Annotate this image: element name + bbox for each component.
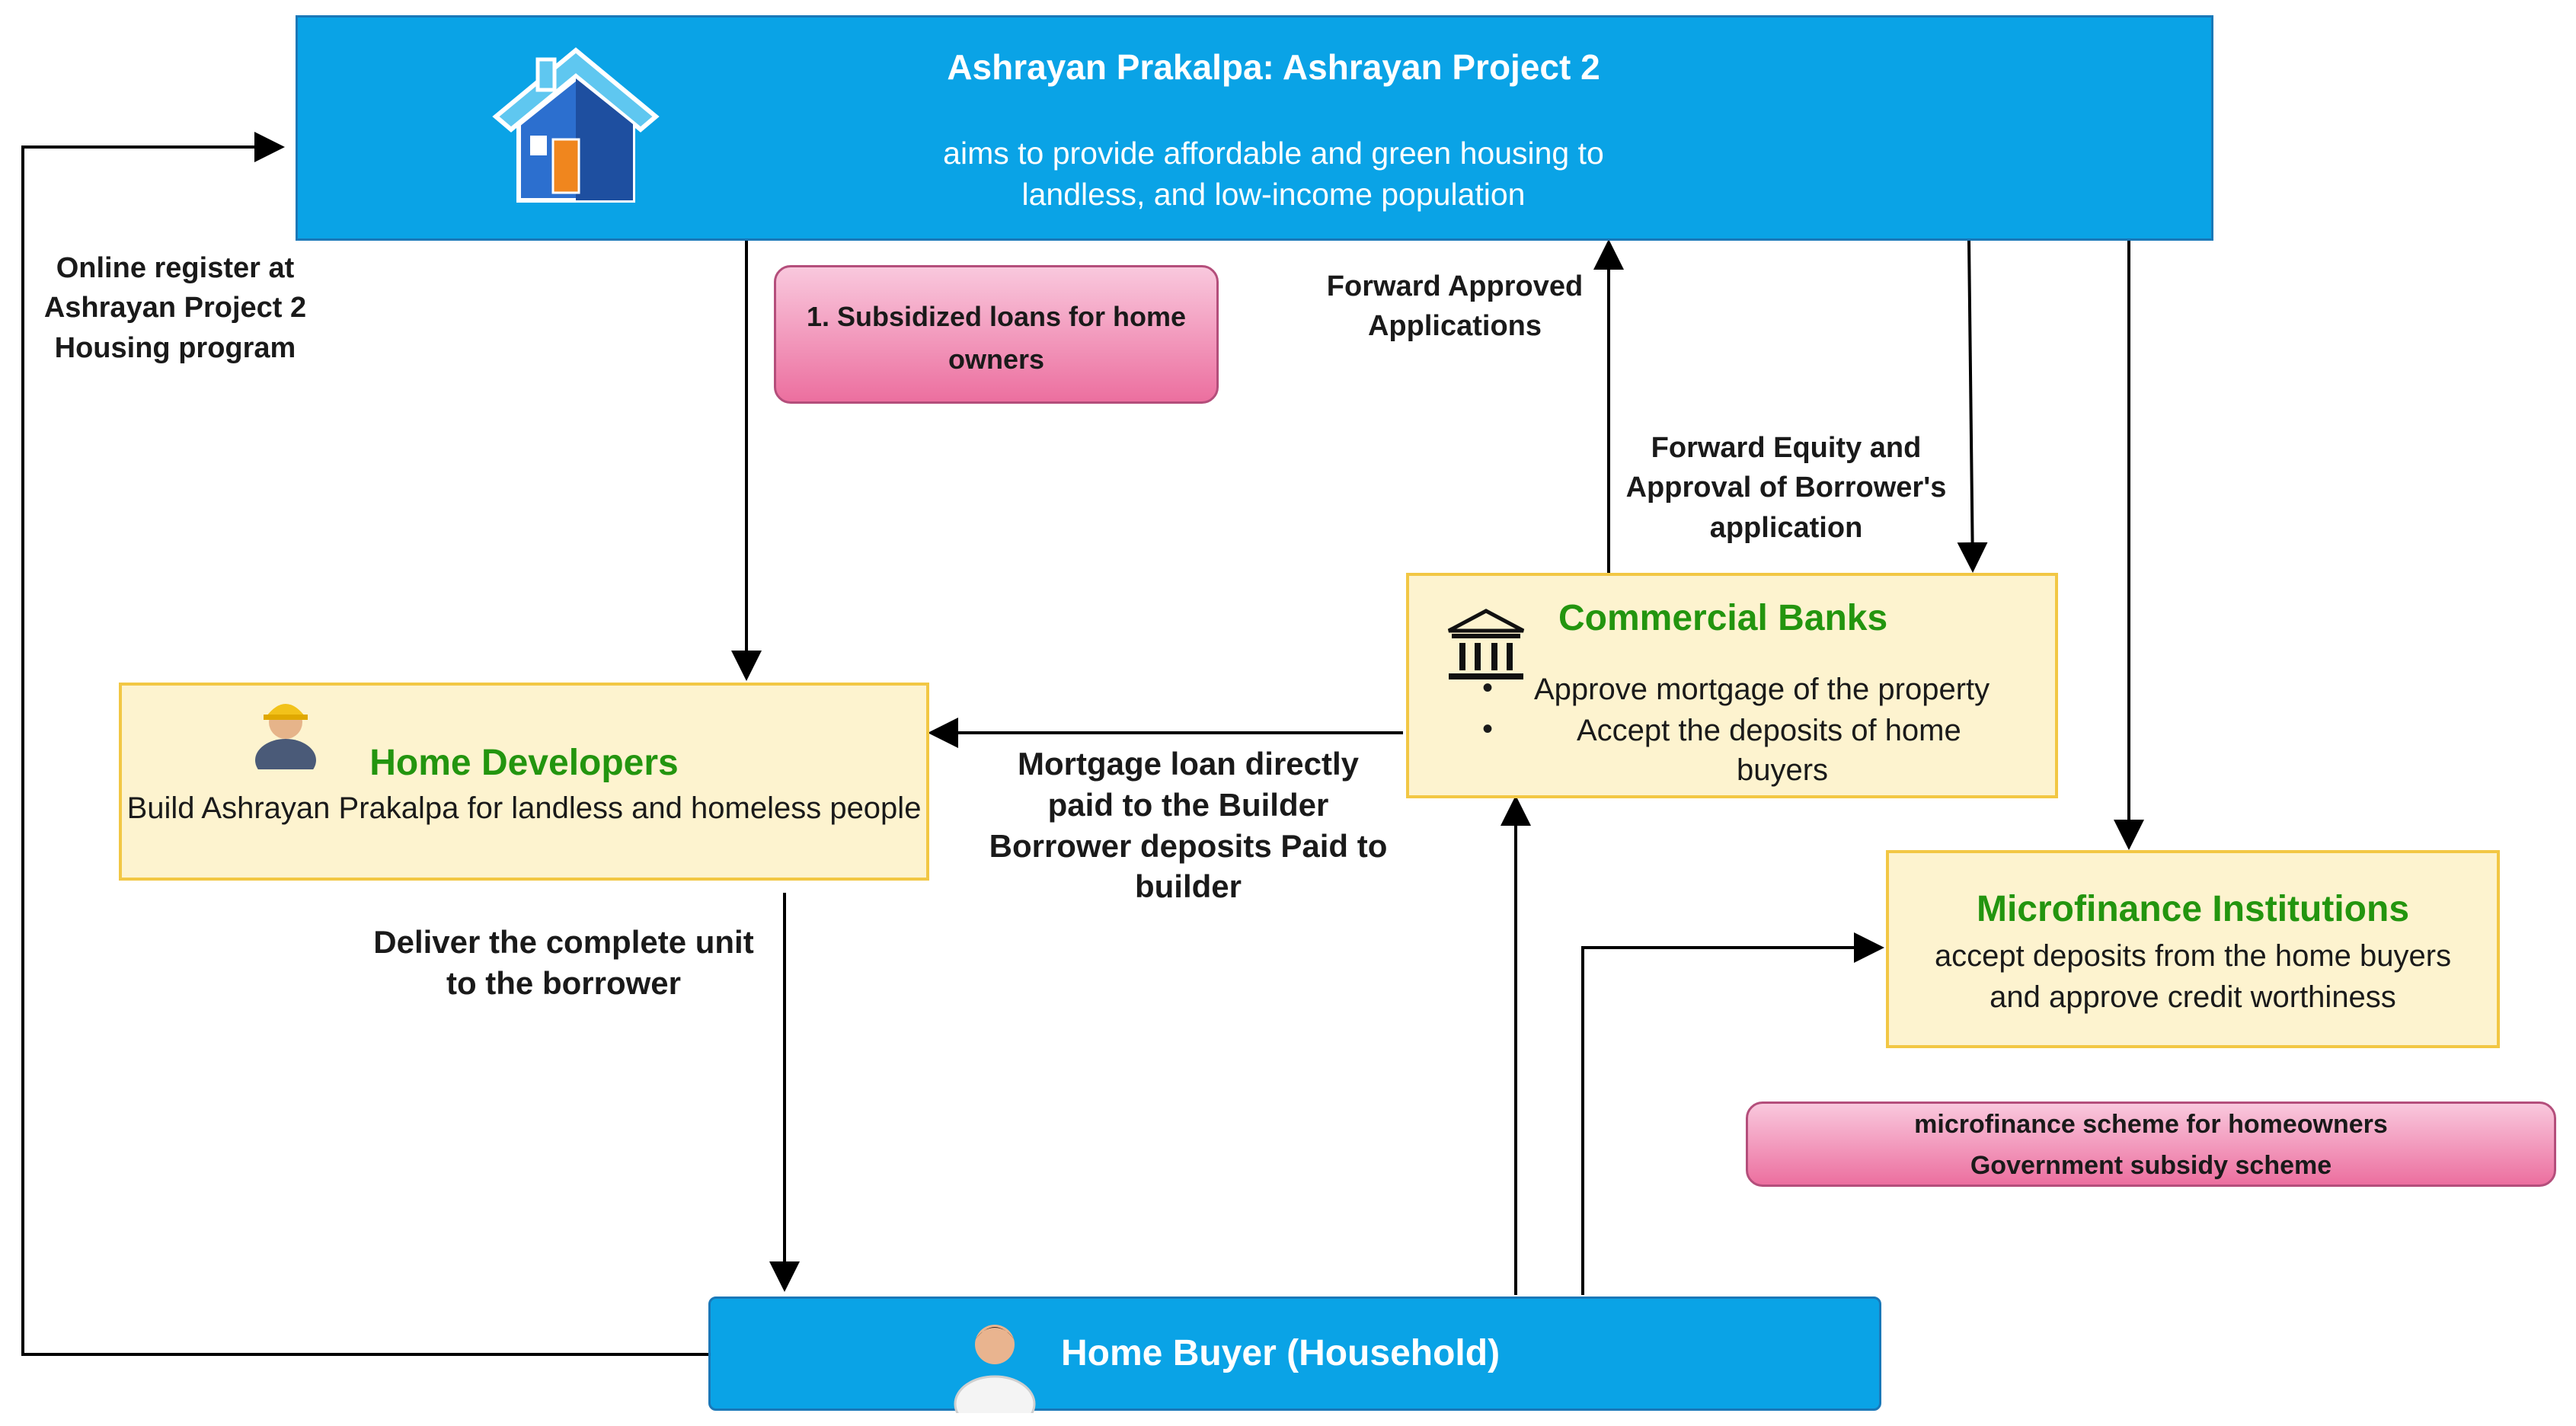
forward-approved-line1: Forward Approved (1326, 270, 1584, 302)
person-icon (954, 1325, 1036, 1413)
bank-bullet-1: • (1482, 671, 1494, 705)
subsidized-loans-note: 1. Subsidized loans for home owners (774, 265, 1219, 404)
microfinance-note-line2: Government subsidy scheme (1970, 1151, 2332, 1180)
forward-equity-line3: application (1709, 511, 1863, 544)
mortgage-line1: Mortgage loan directly (1017, 746, 1360, 782)
mortgage-line4: builder (1134, 868, 1242, 905)
subsidy-note-line2: owners (948, 344, 1045, 375)
online-register-line2: Ashrayan Project 2 (43, 292, 307, 325)
home-developers-box: Home Developers Build Ashrayan Prakalpa … (119, 683, 929, 881)
mortgage-line2: paid to the Builder (1047, 786, 1329, 823)
label-forward-equity: Forward Equity and Approval of Borrower'… (1600, 428, 1973, 548)
arrow-top-to-banks (1957, 240, 1988, 573)
microfinance-line2: and approve credit worthiness (1990, 980, 2396, 1014)
bank-bullet-2-cont: buyers (1736, 753, 1829, 787)
bank-bullet-1-text: Approve mortgage of the property (1534, 673, 1990, 706)
home-developers-description: Build Ashrayan Prakalpa for landless and… (126, 791, 922, 825)
forward-approved-line2: Applications (1367, 310, 1542, 343)
microfinance-scheme-note: microfinance scheme for homeowners Gover… (1746, 1101, 2556, 1187)
microfinance-line1: accept deposits from the home buyers (1934, 939, 2452, 973)
label-deliver: Deliver the complete unit to the borrowe… (335, 922, 792, 1004)
home-buyer-title: Home Buyer (Household) (1061, 1333, 1501, 1373)
online-register-line1: Online register at (56, 252, 295, 284)
construction-worker-icon (255, 704, 316, 769)
top-project-box: Ashrayan Prakalpa: Ashrayan Project 2 ai… (296, 15, 2213, 241)
deliver-line2: to the borrower (446, 964, 681, 1001)
top-box-title: Ashrayan Prakalpa: Ashrayan Project 2 (947, 47, 1600, 87)
bank-bullet-2-text: Accept the deposits of home (1577, 714, 1961, 747)
subsidy-note-line1: 1. Subsidized loans for home (806, 301, 1187, 332)
house-icon (492, 47, 660, 203)
online-register-line3: Housing program (54, 331, 296, 364)
bank-bullet-2: • (1482, 712, 1494, 746)
microfinance-title: Microfinance Institutions (1976, 889, 2410, 929)
arrow-register (21, 132, 708, 1356)
bank-icon (1447, 609, 1525, 679)
top-box-subtitle-line1: aims to provide affordable and green hou… (943, 136, 1604, 171)
home-developers-title: Home Developers (369, 743, 679, 783)
commercial-banks-box: Commercial Banks • Approve mortgage of t… (1406, 573, 2058, 798)
microfinance-box: Microfinance Institutions accept deposit… (1886, 850, 2500, 1048)
forward-equity-line2: Approval of Borrower's (1625, 472, 1947, 504)
arrow-buyer-to-microfinance (1581, 932, 1884, 1295)
mortgage-line3: Borrower deposits Paid to (989, 827, 1388, 864)
forward-equity-line1: Forward Equity and (1651, 432, 1922, 464)
label-online-register: Online register at Ashrayan Project 2 Ho… (23, 248, 328, 368)
label-forward-approved: Forward Approved Applications (1287, 267, 1622, 347)
top-box-subtitle-line2: landless, and low-income population (1021, 177, 1526, 212)
label-mortgage: Mortgage loan directly paid to the Build… (944, 743, 1432, 907)
microfinance-note-line1: microfinance scheme for homeowners (1914, 1110, 2388, 1139)
home-buyer-box: Home Buyer (Household) (708, 1297, 1881, 1413)
deliver-line1: Deliver the complete unit (373, 924, 754, 960)
commercial-banks-title: Commercial Banks (1558, 598, 1888, 638)
